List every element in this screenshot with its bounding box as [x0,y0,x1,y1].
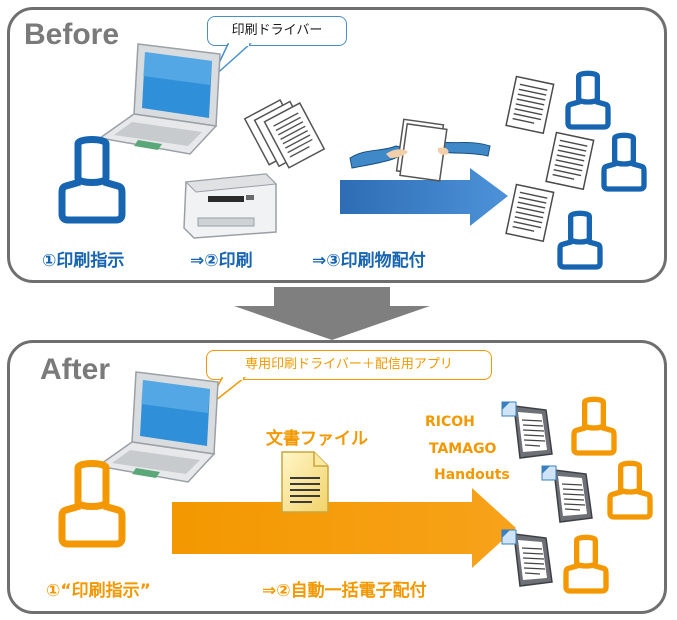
laptop-icon [96,371,219,483]
app-callout: 専用印刷ドライバー＋配信用アプリ [206,350,492,380]
user-icon [58,460,126,548]
delivery-arrow [340,168,508,226]
printer-driver-callout: 印刷ドライバー [207,16,347,46]
document-icon [545,131,595,191]
recipient-user-icon [565,70,611,130]
document-icon [505,183,555,243]
tablet-icon [501,529,553,587]
before-step-distribute: ⇒③印刷物配付 [312,251,426,271]
laptop-icon [98,43,221,155]
document-file-label: 文書ファイル [266,429,368,449]
recipient-user-icon [571,396,617,456]
before-step-print-instruction: ①印刷指示 [42,251,125,271]
before-title: Before [24,18,120,51]
user-icon [58,136,126,224]
recipient-user-icon [557,210,603,270]
app-name-handouts: Handouts [434,467,510,483]
printer-icon [183,173,278,239]
app-name-tamago: TAMAGO [429,441,497,457]
hand-delivering-papers-icon [349,118,491,182]
recipient-user-icon [607,460,653,520]
after-title: After [40,353,111,386]
document-icon [505,75,555,135]
app-name-ricoh: RICOH [425,414,475,430]
document-file-icon [281,451,329,513]
tablet-icon [541,465,593,523]
before-step-print: ⇒②印刷 [190,251,253,271]
app-callout-text: 専用印刷ドライバー＋配信用アプリ [245,357,453,372]
printed-papers-icon [243,98,326,169]
after-step-print-instruction: ①“印刷指示” [46,581,151,601]
distribution-arrow [172,488,516,568]
recipient-user-icon [563,534,609,594]
after-step-auto-distribute: ⇒②自動一括電子配付 [262,581,427,601]
printer-driver-callout-text: 印刷ドライバー [231,23,323,38]
tablet-icon [501,401,553,459]
recipient-user-icon [601,132,647,192]
